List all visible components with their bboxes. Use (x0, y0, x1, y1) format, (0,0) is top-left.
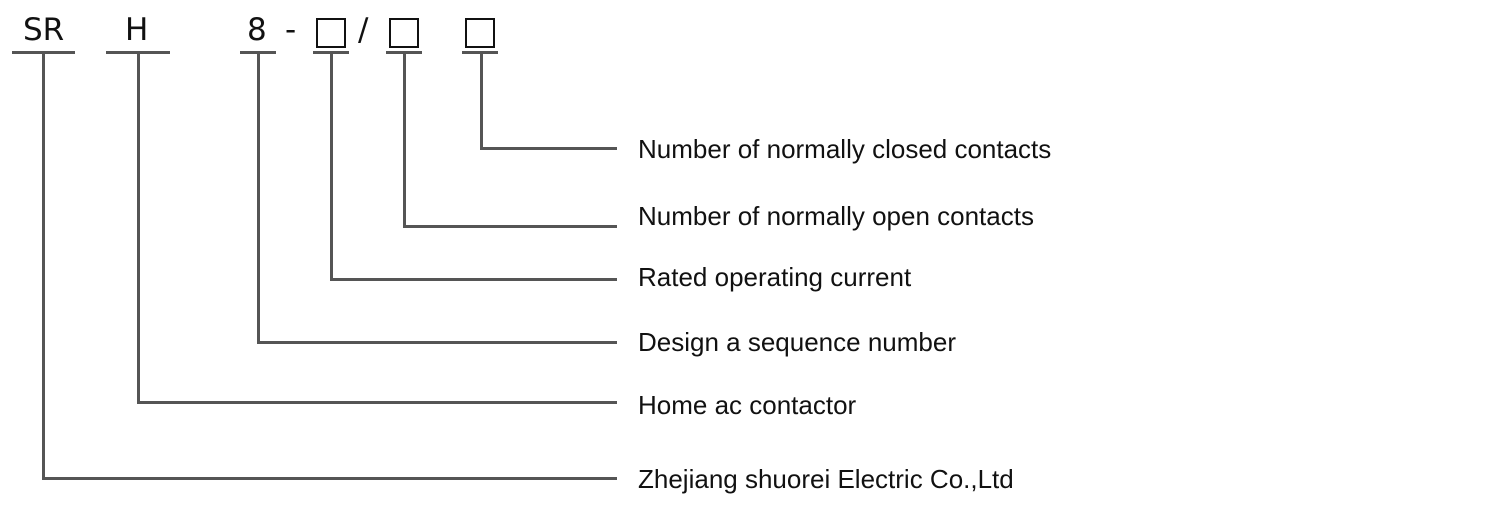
code-dash: - (285, 12, 297, 48)
connector-vertical-box3 (480, 52, 483, 149)
placeholder-box-rated-current (316, 18, 346, 48)
connector-vertical-series (42, 52, 45, 479)
connector-horizontal-box1 (330, 278, 617, 281)
connector-vertical-design-number (257, 52, 260, 343)
label-rated-operating-current: Rated operating current (638, 262, 912, 292)
label-design-sequence-number: Design a sequence number (638, 327, 956, 357)
connector-vertical-type (137, 52, 140, 403)
label-normally-closed-contacts: Number of normally closed contacts (638, 134, 1052, 164)
connector-horizontal-design-number (257, 341, 617, 344)
code-type: H (125, 12, 149, 48)
connector-vertical-box2 (403, 52, 406, 227)
connector-horizontal-box3 (480, 147, 617, 150)
code-design-number: 8 (247, 12, 267, 48)
connector-horizontal-box2 (403, 225, 617, 228)
code-series: SR (23, 12, 65, 48)
connector-horizontal-series (42, 477, 617, 480)
code-slash: / (358, 12, 369, 48)
placeholder-box-normally-open (389, 18, 419, 48)
label-normally-open-contacts: Number of normally open contacts (638, 201, 1034, 231)
label-home-ac-contactor: Home ac contactor (638, 390, 857, 420)
connector-vertical-box1 (330, 52, 333, 280)
connector-horizontal-type (137, 401, 617, 404)
label-company-name: Zhejiang shuorei Electric Co.,Ltd (638, 464, 1014, 494)
placeholder-box-normally-closed (465, 18, 495, 48)
